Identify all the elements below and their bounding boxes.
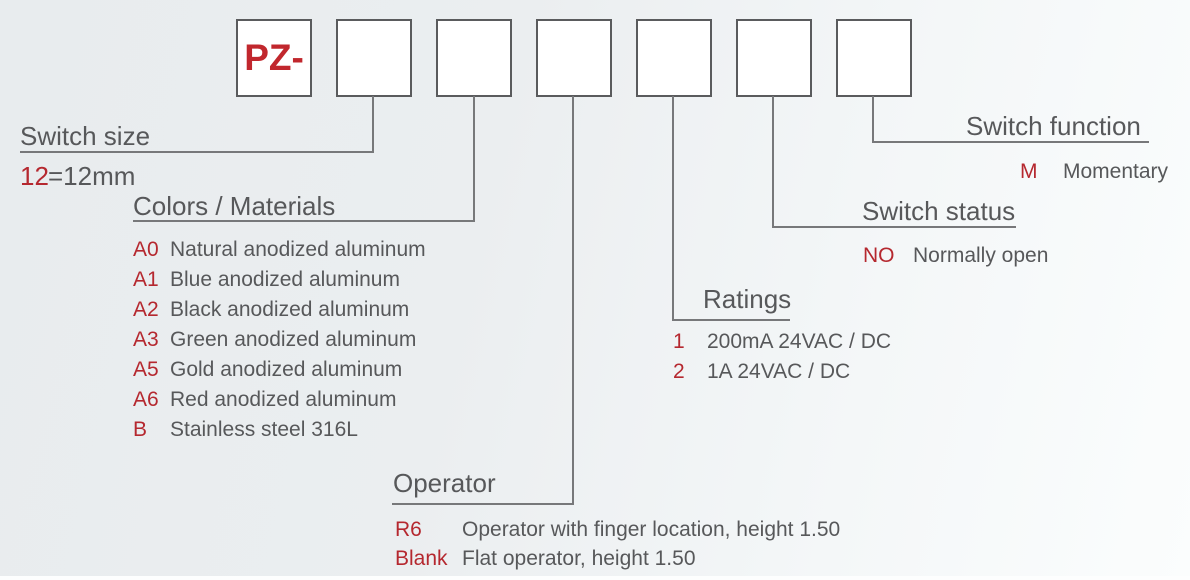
color-item-a2: A2 Black anodized aluminum: [133, 299, 409, 320]
color-item-a6: A6 Red anodized aluminum: [133, 389, 396, 410]
status-underline: [772, 226, 1016, 228]
ratings-underline: [672, 319, 790, 321]
operator-code-blank: Blank: [395, 547, 448, 570]
function-underline: [872, 141, 1149, 143]
color-item-a0: A0 Natural anodized aluminum: [133, 239, 426, 260]
color-item-a1: A1 Blue anodized aluminum: [133, 269, 400, 290]
switch-size-code: 12: [20, 161, 49, 191]
connector-operator-vline: [572, 96, 574, 505]
color-code-a3: A3: [133, 328, 159, 351]
color-desc-b: Stainless steel 316L: [170, 418, 358, 441]
digit-box-size: [336, 19, 412, 97]
digit-box-function: [836, 19, 912, 97]
color-code-a2: A2: [133, 298, 159, 321]
status-code-no: NO: [863, 244, 895, 267]
switch-size-underline: [20, 151, 374, 153]
color-desc-a2: Black anodized aluminum: [170, 298, 410, 321]
prefix-label: PZ-: [244, 37, 304, 78]
switch-size-item: 12=12mm: [20, 163, 135, 189]
color-desc-a6: Red anodized aluminum: [170, 388, 397, 411]
color-code-a6: A6: [133, 388, 159, 411]
prefix-box: PZ-: [236, 19, 312, 97]
rating-item-2: 2 1A 24VAC / DC: [673, 361, 850, 382]
connector-colors-vline: [473, 96, 475, 222]
color-desc-a0: Natural anodized aluminum: [170, 238, 426, 261]
connector-function-vline: [872, 96, 874, 143]
function-item-m: M Momentary: [1020, 161, 1168, 182]
connector-ratings-vline: [672, 96, 674, 321]
function-code-m: M: [1020, 160, 1038, 183]
color-desc-a1: Blue anodized aluminum: [170, 268, 400, 291]
switch-size-desc: =12mm: [48, 161, 136, 191]
operator-desc-r6: Operator with finger location, height 1.…: [462, 518, 841, 541]
ratings-title: Ratings: [703, 284, 792, 314]
status-item-no: NO Normally open: [863, 245, 1048, 266]
operator-item-r6: R6 Operator with finger location, height …: [395, 519, 840, 540]
bottom-edge-strip: [0, 576, 1190, 580]
function-title: Switch function: [966, 111, 1141, 141]
color-desc-a3: Green anodized aluminum: [170, 328, 417, 351]
function-desc-m: Momentary: [1063, 160, 1169, 183]
color-code-a1: A1: [133, 268, 159, 291]
color-item-a5: A5 Gold anodized aluminum: [133, 359, 402, 380]
operator-title: Operator: [393, 468, 496, 498]
digit-box-status: [736, 19, 812, 97]
digit-box-rating: [636, 19, 712, 97]
status-desc-no: Normally open: [913, 244, 1049, 267]
operator-underline: [392, 503, 574, 505]
rating-code-1: 1: [673, 330, 685, 353]
operator-code-r6: R6: [395, 518, 422, 541]
switch-size-title: Switch size: [20, 121, 151, 151]
connector-switch-size-vline: [372, 96, 374, 153]
operator-desc-blank: Flat operator, height 1.50: [462, 547, 696, 570]
rating-code-2: 2: [673, 360, 685, 383]
color-code-a5: A5: [133, 358, 159, 381]
rating-desc-1: 200mA 24VAC / DC: [707, 330, 892, 353]
digit-box-color: [436, 19, 512, 97]
color-item-a3: A3 Green anodized aluminum: [133, 329, 416, 350]
color-item-b: B Stainless steel 316L: [133, 419, 358, 440]
status-title: Switch status: [862, 196, 1016, 226]
colors-underline: [133, 220, 474, 222]
digit-box-operator: [536, 19, 612, 97]
operator-item-blank: Blank Flat operator, height 1.50: [395, 548, 696, 569]
color-desc-a5: Gold anodized aluminum: [170, 358, 403, 381]
colors-title: Colors / Materials: [133, 191, 336, 221]
rating-item-1: 1 200mA 24VAC / DC: [673, 331, 891, 352]
connector-status-vline: [772, 96, 774, 228]
color-code-a0: A0: [133, 238, 159, 261]
rating-desc-2: 1A 24VAC / DC: [707, 360, 851, 383]
color-code-b: B: [133, 418, 148, 441]
